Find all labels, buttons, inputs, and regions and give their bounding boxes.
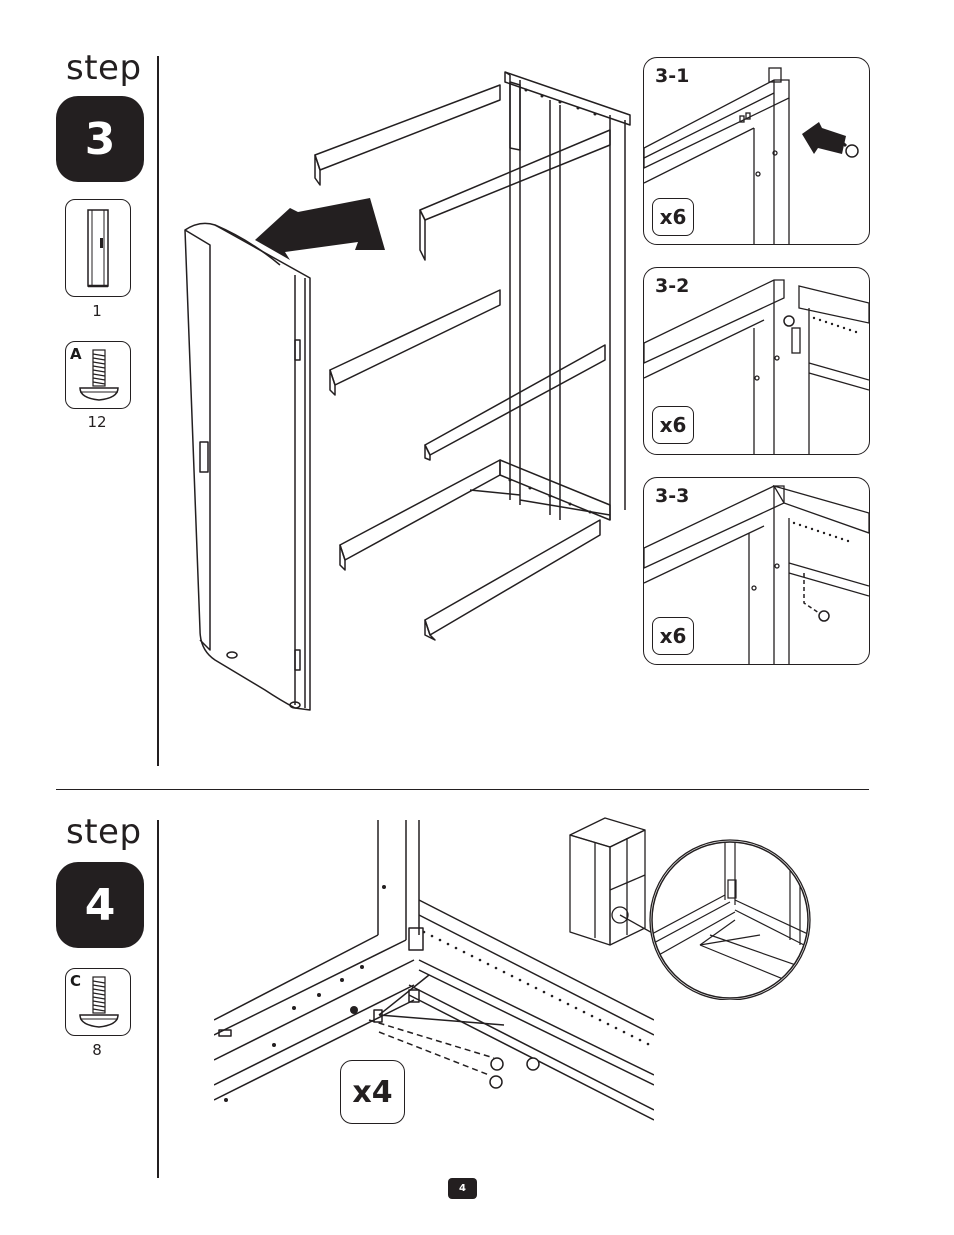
step-divider-horizontal	[56, 789, 869, 790]
detail-3-1-qty: x6	[652, 198, 694, 236]
step4-qty: x4	[340, 1060, 405, 1124]
step3-part1-count: 1	[65, 302, 129, 320]
step4-part1-count: 8	[65, 1041, 129, 1059]
detail-3-3: 3-3 x6	[643, 477, 870, 665]
step3-divider-vertical	[157, 56, 159, 766]
cabinet-side-panel-icon	[65, 199, 131, 297]
screw-c-icon: C	[65, 968, 131, 1036]
detail-3-1: 3-1 x6	[643, 57, 870, 245]
step4-magnified-detail	[650, 840, 810, 1000]
step3-main-illustration	[170, 60, 650, 730]
step4-divider-vertical	[157, 820, 159, 1178]
detail-3-3-qty: x6	[652, 617, 694, 655]
detail-3-2: 3-2 x6	[643, 267, 870, 455]
screw-a-icon: A	[65, 341, 131, 409]
step3-word: step	[66, 48, 142, 88]
step4-word: step	[66, 812, 142, 852]
step3-part2-count: 12	[65, 413, 129, 431]
detail-3-2-qty: x6	[652, 406, 694, 444]
step4-number-badge: 4	[56, 862, 144, 948]
step3-number-badge: 3	[56, 96, 144, 182]
page-number: 4	[448, 1178, 477, 1199]
